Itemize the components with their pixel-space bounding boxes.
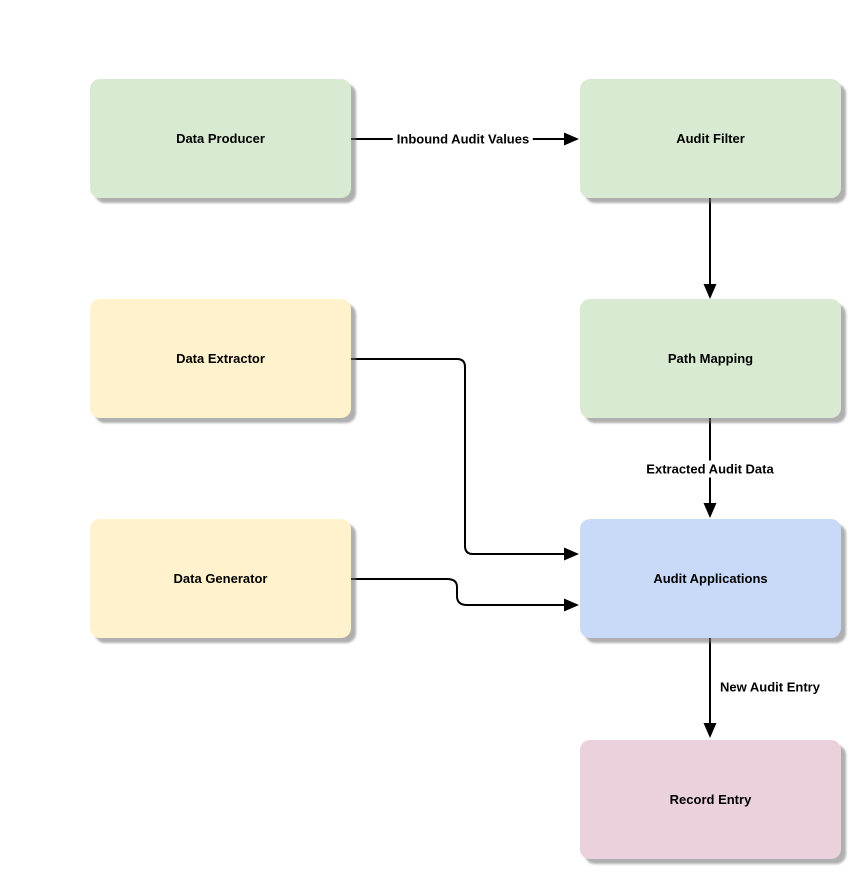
node-path-mapping-label: Path Mapping xyxy=(667,350,754,366)
edge-data-generator-to-audit-applications xyxy=(351,578,565,606)
node-data-generator-label: Data Generator xyxy=(173,570,268,586)
node-audit-filter-label: Audit Filter xyxy=(676,130,745,146)
node-path-mapping: Path Mapping xyxy=(580,299,841,418)
edge-label-inbound-audit-values: Inbound Audit Values xyxy=(392,130,534,148)
node-data-extractor-label: Data Extractor xyxy=(176,350,265,366)
node-audit-applications: Audit Applications xyxy=(580,519,841,638)
arrowhead-into-record-entry xyxy=(703,723,717,738)
arrowhead-into-audit-filter xyxy=(564,132,579,146)
node-data-extractor: Data Extractor xyxy=(90,299,351,418)
edge-label-extracted-audit-data: Extracted Audit Data xyxy=(642,460,778,478)
edge-data-extractor-to-audit-applications xyxy=(351,358,565,555)
arrowhead-into-audit-applications-top xyxy=(703,503,717,518)
node-record-entry-label: Record Entry xyxy=(669,791,752,807)
arrowhead-into-path-mapping xyxy=(703,284,717,299)
node-audit-applications-label: Audit Applications xyxy=(653,570,768,586)
arrowhead-into-audit-applications-lower-left xyxy=(564,598,579,612)
node-data-producer: Data Producer xyxy=(90,79,351,198)
node-data-generator: Data Generator xyxy=(90,519,351,638)
arrowhead-into-audit-applications-upper-left xyxy=(564,547,579,561)
node-record-entry: Record Entry xyxy=(580,740,841,859)
edge-label-new-audit-entry: New Audit Entry xyxy=(716,678,824,696)
node-audit-filter: Audit Filter xyxy=(580,79,841,198)
node-data-producer-label: Data Producer xyxy=(176,130,265,146)
arrowheads xyxy=(564,132,717,738)
